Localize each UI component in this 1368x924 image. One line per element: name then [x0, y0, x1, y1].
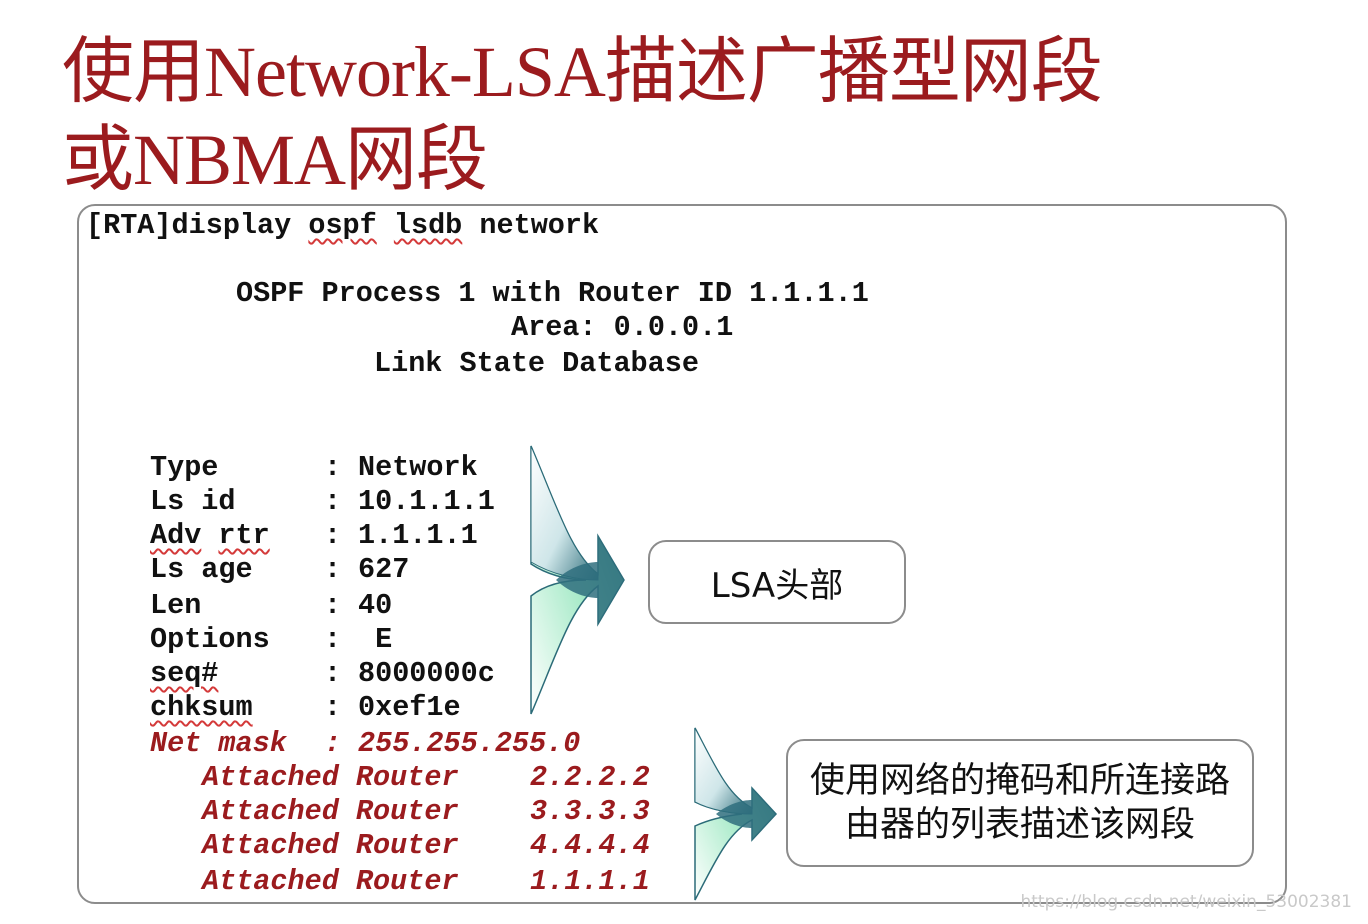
field-value-adv-rtr: 1.1.1.1 [358, 519, 478, 552]
command-ospf: ospf [308, 209, 377, 242]
field-label-chksum: chksum [150, 691, 253, 724]
command-rest: network [462, 209, 600, 242]
process-line: OSPF Process 1 with Router ID 1.1.1.1 [236, 277, 869, 310]
callout-lsa-body-line-1: 使用网络的掩码和所连接路 [809, 761, 1230, 801]
field-value-chksum: 0xef1e [358, 691, 461, 724]
page-title-line-2: 或NBMA网段 [62, 120, 488, 200]
field-colon: : [324, 553, 342, 586]
command-prompt: [RTA]display [86, 209, 309, 242]
field-label-ls-id: Ls id [150, 485, 236, 518]
field-label-adv-rtr: Adv rtr [150, 519, 270, 553]
brace-arrow-header-icon [530, 445, 625, 715]
attached-router-label: Attached Router [202, 829, 459, 862]
field-colon: : [324, 519, 342, 552]
field-colon: : [324, 451, 342, 484]
lsdb-title: Link State Database [374, 347, 699, 380]
netmask-label: Net mask [150, 727, 287, 760]
field-label-len: Len [150, 589, 202, 622]
netmask-colon: : [324, 727, 342, 760]
command-line: [RTA]display ospf lsdb network [86, 209, 599, 243]
callout-lsa-header-text: LSA头部 [710, 565, 844, 606]
field-colon: : [324, 589, 342, 622]
field-colon: : [324, 485, 342, 518]
callout-lsa-body-line-2: 由器的列表描述该网段 [844, 805, 1195, 845]
field-colon: : [324, 657, 342, 690]
field-label-ls-age: Ls age [150, 553, 253, 586]
field-value-type: Network [358, 451, 478, 484]
command-lsdb: lsdb [393, 209, 463, 242]
page-title: 使用Network-LSA描述广播型网段 [62, 32, 1103, 112]
callout-lsa-body: 使用网络的掩码和所连接路 由器的列表描述该网段 [786, 739, 1254, 867]
callout-lsa-header: LSA头部 [648, 540, 906, 624]
field-colon: : [324, 691, 342, 724]
attached-router-value: 2.2.2.2 [530, 761, 650, 794]
attached-router-value: 3.3.3.3 [530, 795, 650, 828]
attached-router-label: Attached Router [202, 761, 459, 794]
attached-router-value: 4.4.4.4 [530, 829, 650, 862]
field-value-ls-age: 627 [358, 553, 410, 586]
field-value-len: 40 [358, 589, 393, 622]
attached-router-label: Attached Router [202, 795, 459, 828]
brace-arrow-body-icon [694, 727, 778, 901]
netmask-value: 255.255.255.0 [358, 727, 581, 760]
attached-router-label: Attached Router [202, 865, 459, 898]
watermark: https://blog.csdn.net/weixin_53002381 [1020, 892, 1352, 912]
field-value-options: E [358, 623, 393, 656]
area-line: Area: 0.0.0.1 [511, 311, 734, 344]
field-value-ls-id: 10.1.1.1 [358, 485, 495, 518]
field-value-seq: 8000000c [358, 657, 495, 690]
field-label-rtr: rtr [218, 519, 270, 552]
field-colon: : [324, 623, 342, 656]
field-label-type: Type [150, 451, 219, 484]
field-label-adv: Adv [150, 519, 202, 552]
attached-router-value: 1.1.1.1 [530, 865, 650, 898]
field-label-seq: seq# [150, 657, 219, 690]
field-label-options: Options [150, 623, 270, 656]
